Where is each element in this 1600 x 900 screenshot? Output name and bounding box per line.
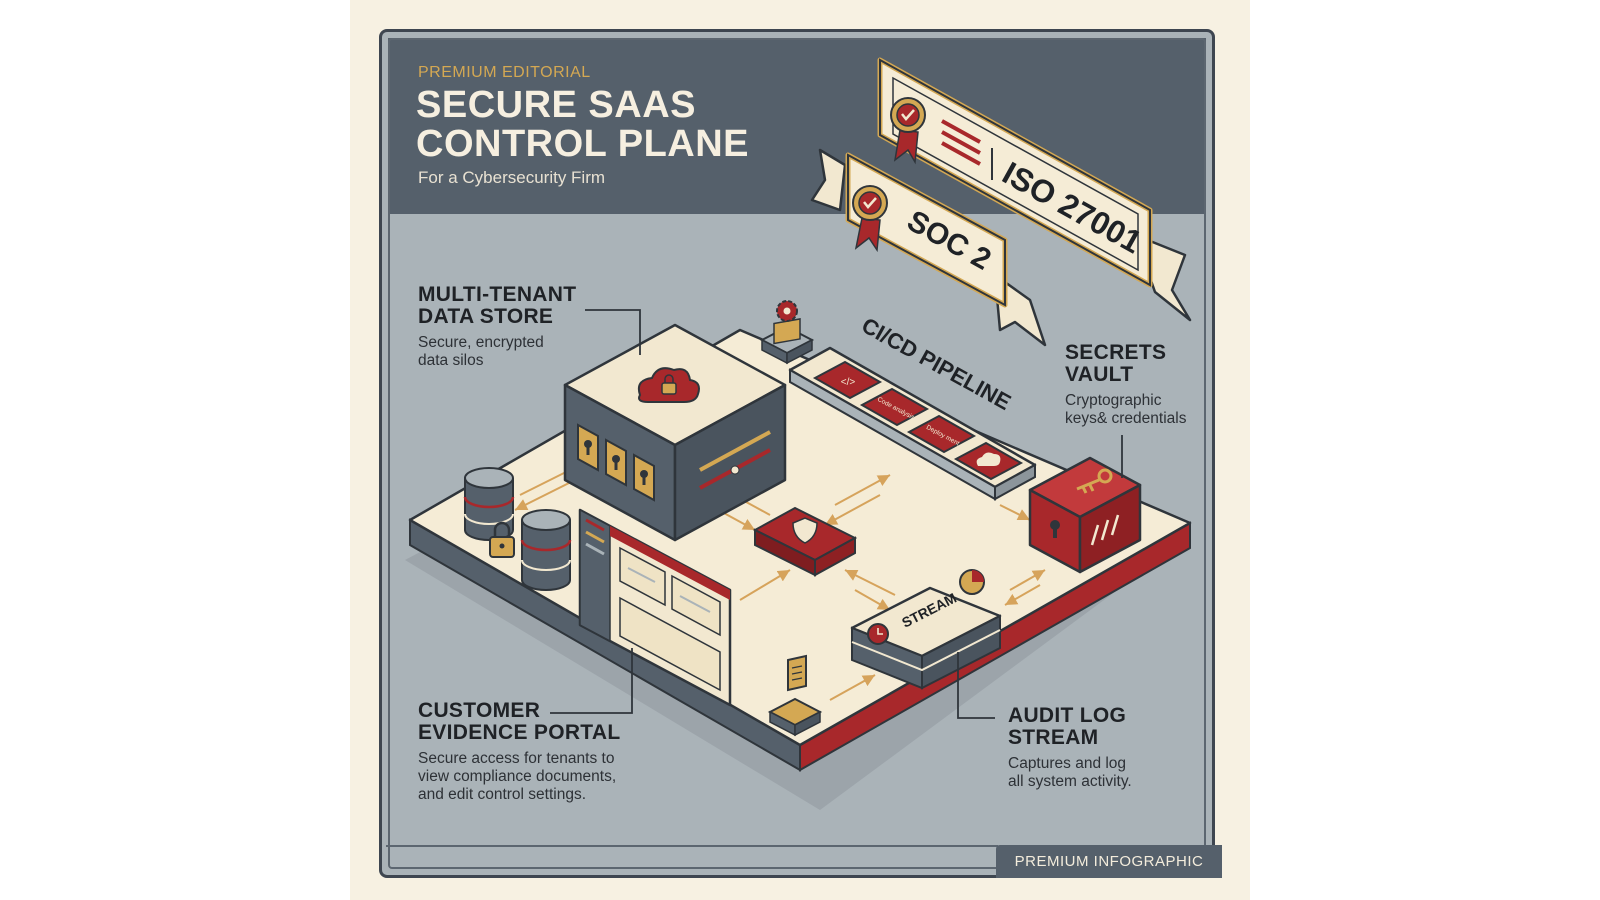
secrets-vault-cube <box>1028 456 1142 574</box>
pipeline-stage-cloud <box>953 441 1024 481</box>
cloud-lock-icon <box>637 367 700 403</box>
padlock-icon <box>489 521 515 558</box>
gear-node <box>759 300 815 365</box>
pie-chart-icon <box>959 569 985 595</box>
callout-leader-lines <box>550 309 1123 719</box>
iso-27001-badge: ISO 27001 <box>877 57 1192 322</box>
audit-stream-device: STREAM <box>850 569 1002 690</box>
shield-icon <box>792 517 818 544</box>
key-icon <box>1076 468 1113 494</box>
pipeline-stage-analysis: Code analysis <box>859 387 930 427</box>
award-ribbon-icon <box>890 97 926 165</box>
data-store-cube <box>563 323 787 542</box>
tenant-keyhole-icons <box>577 423 655 502</box>
footer-label: PREMIUM INFOGRAPHIC <box>996 845 1222 878</box>
pipeline-stage-deploy: Deploy ment <box>906 414 977 454</box>
svg-text:</>: </> <box>841 377 856 388</box>
page-title: SECURE SAAS CONTROL PLANE <box>416 84 750 165</box>
shield-tile <box>752 506 858 577</box>
evidence-portal-screen <box>578 508 732 707</box>
eyebrow-label: PREMIUM EDITORIAL <box>418 64 591 81</box>
footer-rule <box>386 845 998 847</box>
database-cylinders <box>463 467 572 591</box>
pipeline-stage-code: </> <box>812 360 883 400</box>
page-subtitle: For a Cybersecurity Firm <box>418 168 606 187</box>
document-node <box>767 654 823 737</box>
cloud-upload-icon <box>976 452 1001 466</box>
award-ribbon-icon <box>852 185 888 253</box>
